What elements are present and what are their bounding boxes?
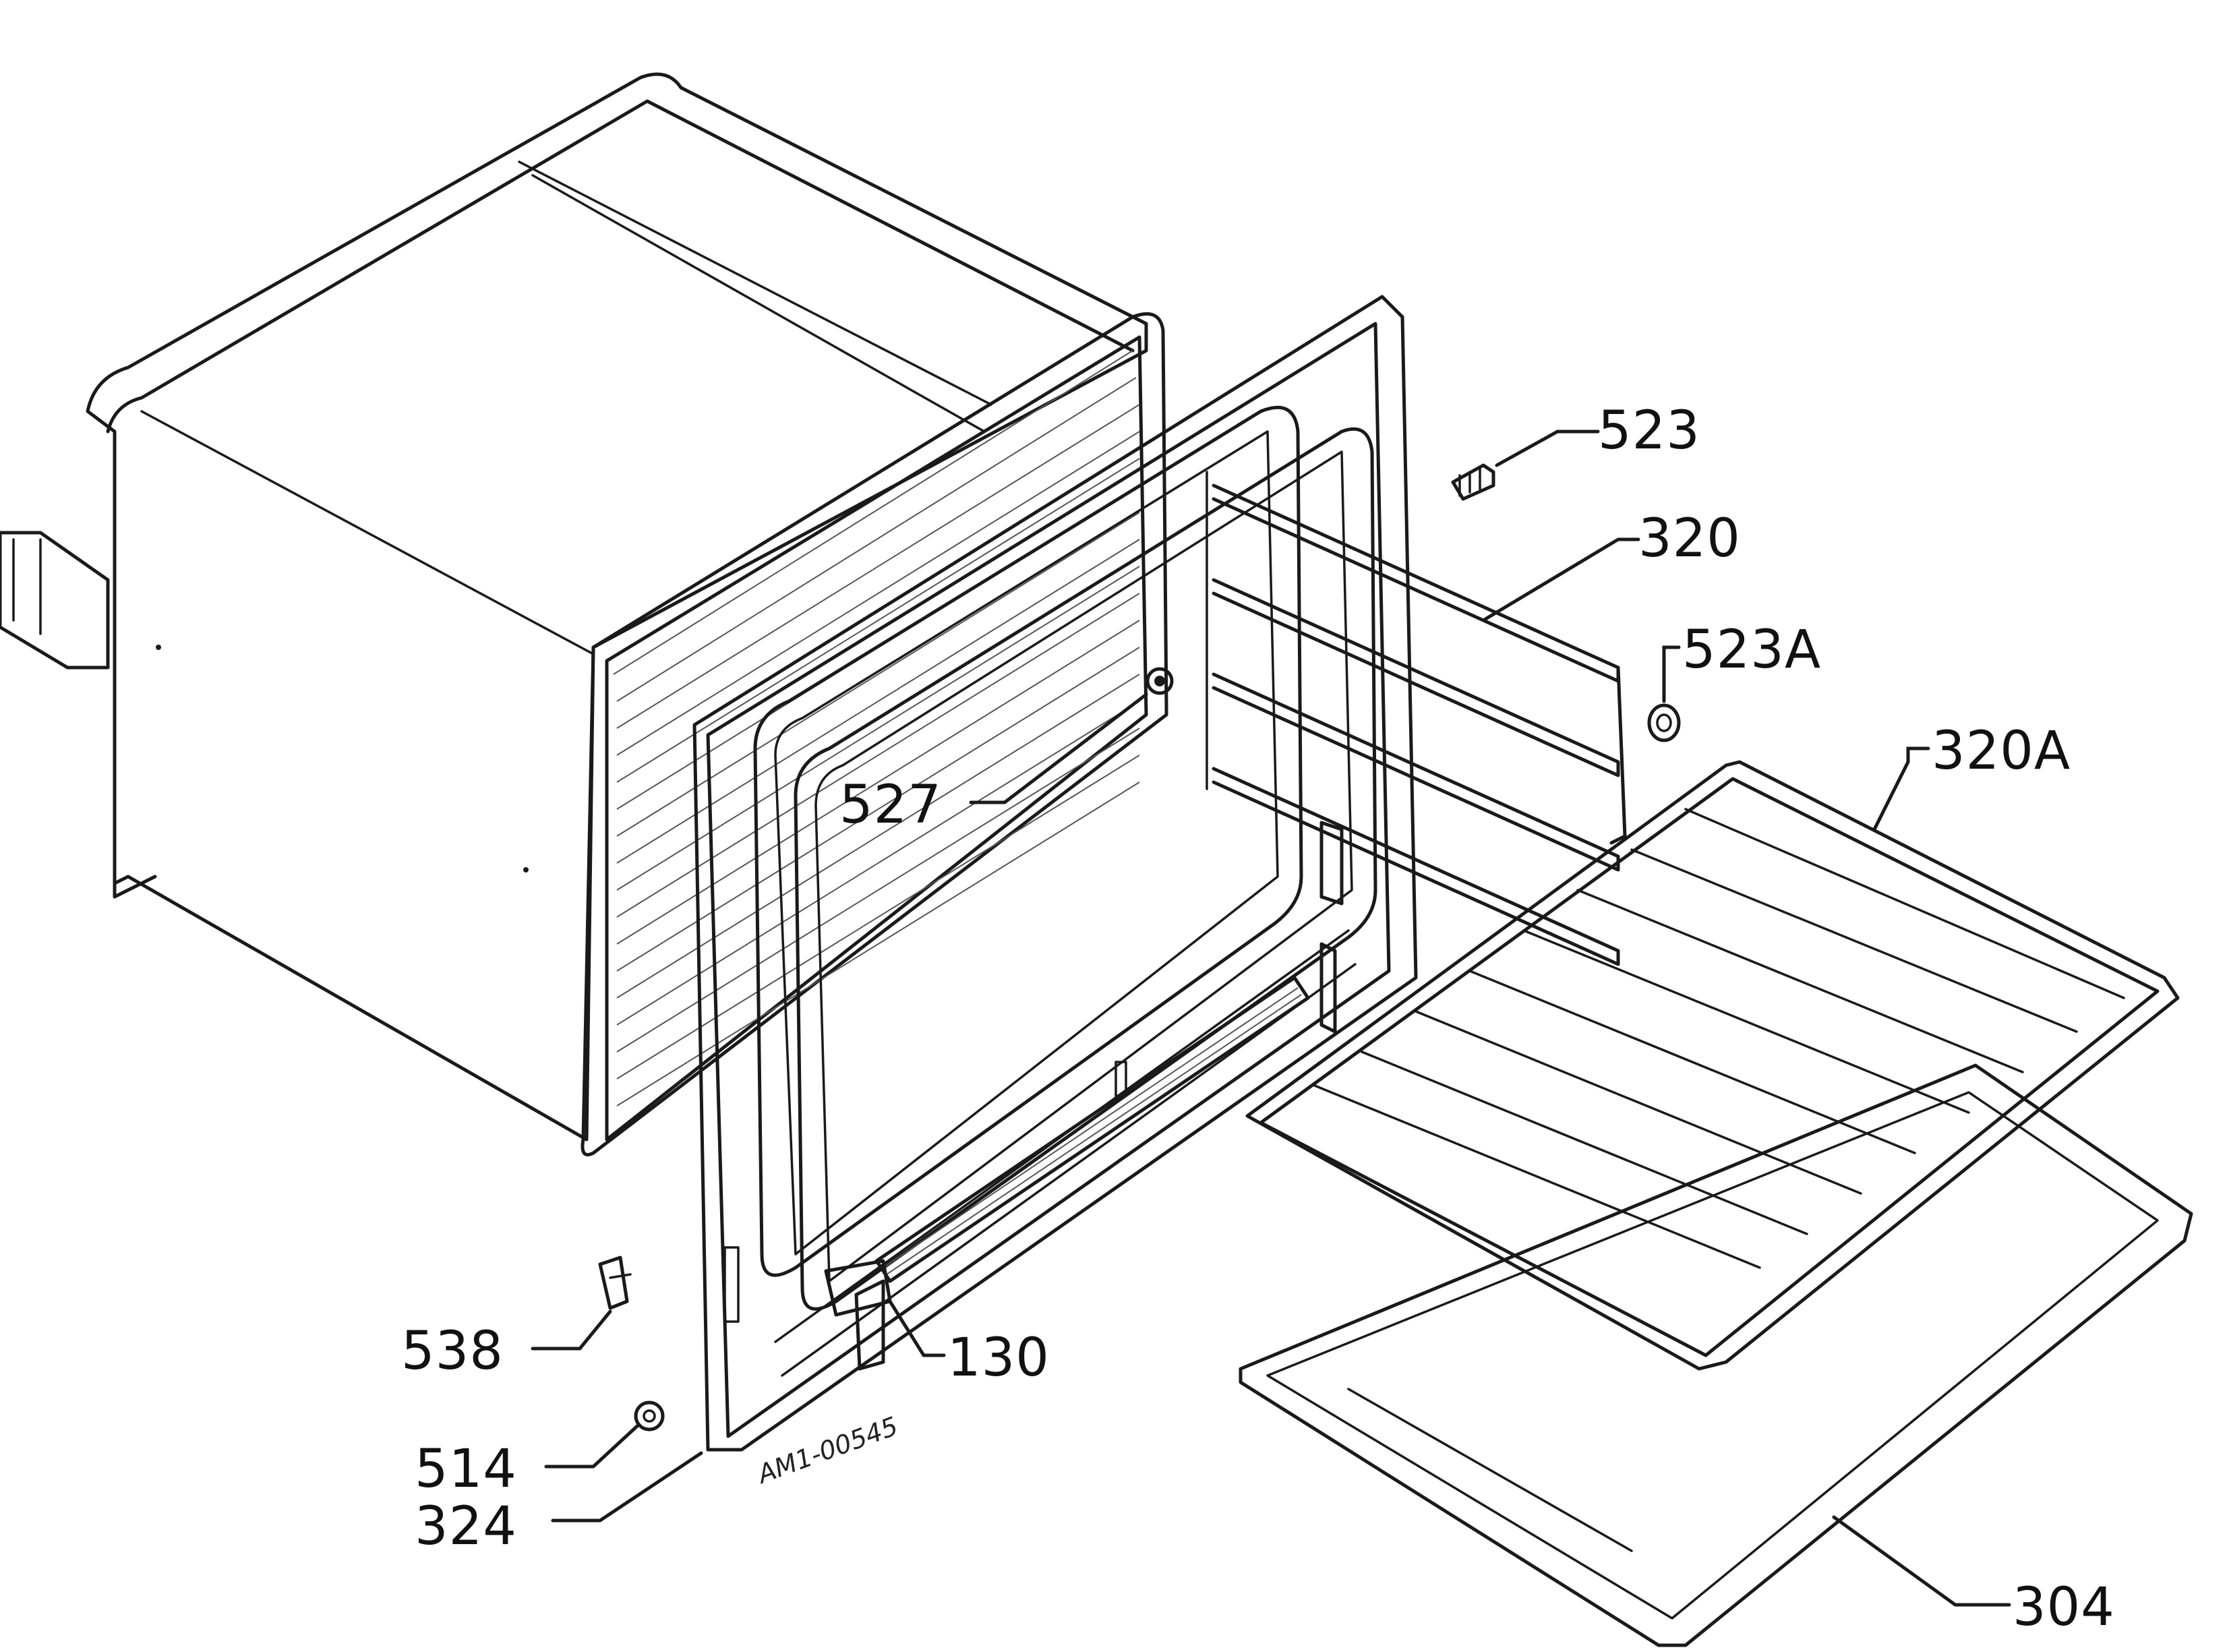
part-label-538: 538 (401, 1321, 504, 1382)
door-seal (794, 427, 1377, 1311)
part-labels: 523 320 523A 320A 527 538 130 514 324 30… (401, 401, 2115, 1638)
leader-320 (1481, 537, 1640, 622)
part-label-130: 130 (947, 1328, 1050, 1388)
leader-523A (1662, 645, 1681, 703)
bush-523A (1647, 703, 1681, 742)
front-gasket-frame (581, 312, 1168, 1156)
baking-tray (1239, 1063, 2193, 1647)
leader-304 (1832, 1515, 2011, 1607)
leader-130 (888, 1299, 946, 1357)
leader-523 (1495, 430, 1600, 467)
leader-lines (531, 430, 2011, 1607)
oven-casing (0, 72, 1148, 1142)
leader-320A (1872, 746, 1930, 831)
screw-523 (1451, 463, 1495, 501)
part-label-523: 523 (1598, 401, 1700, 461)
nut-514 (634, 1400, 665, 1432)
wire-shelf (1245, 760, 2180, 1371)
part-label-324: 324 (415, 1496, 517, 1557)
leader-538 (531, 1309, 612, 1351)
clip-538 (598, 1256, 632, 1310)
leader-514 (544, 1424, 639, 1469)
part-label-320: 320 (1638, 508, 1741, 569)
part-label-527: 527 (839, 775, 942, 835)
part-label-304: 304 (2013, 1577, 2115, 1638)
part-label-514: 514 (415, 1439, 517, 1500)
part-label-320A: 320A (1932, 721, 2071, 781)
leader-527 (969, 692, 1148, 804)
leader-324 (551, 1451, 703, 1523)
drawing-code: AM1-00545 (752, 1411, 901, 1490)
part-label-523A: 523A (1682, 620, 1821, 680)
